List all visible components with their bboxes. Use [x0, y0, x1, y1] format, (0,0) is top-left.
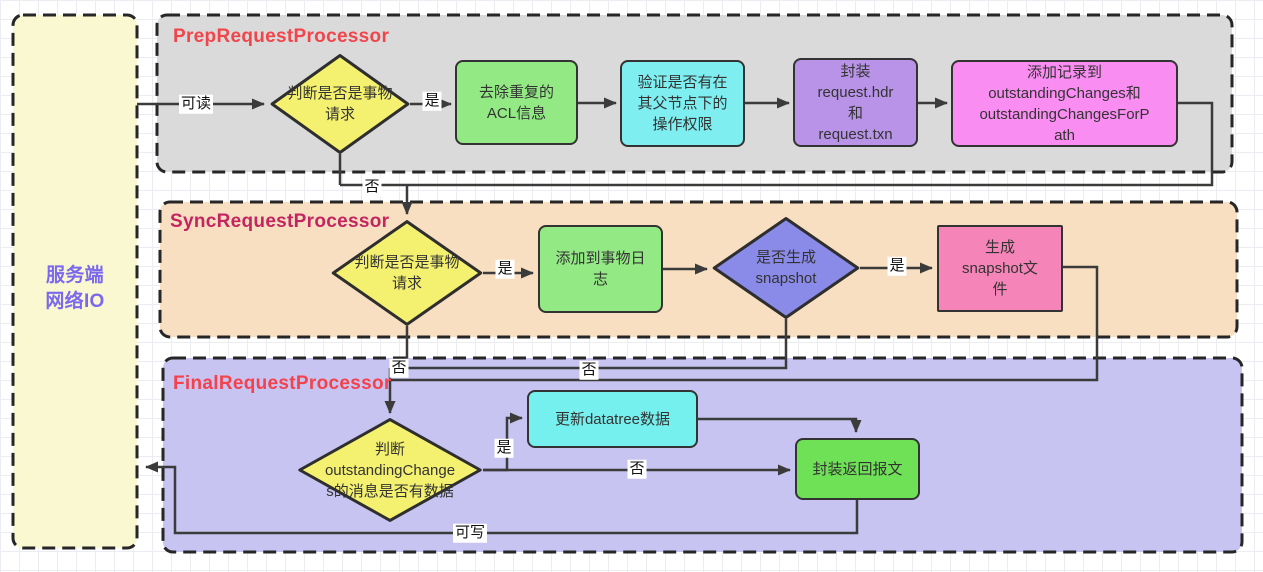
edge-writable-return — [145, 461, 859, 535]
decision-generate-snapshot-label: 是否生成 snapshot — [755, 249, 817, 287]
edge-writable-return-label: 可写 — [452, 523, 488, 543]
step-wrap-request-hdr-txn-label: 封装 request.hdr 和 request.txn — [817, 62, 894, 143]
edge-snapshot-decision-no — [390, 319, 788, 370]
decision-is-transaction-request-sync: 判断是否是事物 请求 — [331, 220, 483, 326]
edge-final-decision-no-label: 否 — [627, 459, 647, 479]
decision-generate-snapshot-shape — [712, 217, 860, 319]
decision-outstanding-changes-has-data-shape — [297, 418, 483, 522]
decision-is-transaction-request-prep-shape — [270, 54, 410, 154]
edge-datatree-to-response — [698, 417, 862, 433]
step-add-record-outstanding-changes-label: 添加记录到 outstandingChanges和 outstandingCha… — [979, 63, 1150, 144]
edge-readable-label: 可读 — [178, 94, 214, 114]
edge-final-decision-yes-label: 是 — [494, 438, 514, 458]
step-append-transaction-log: 添加到事物日 志 — [538, 225, 663, 313]
step-generate-snapshot-file: 生成 snapshot文 件 — [937, 225, 1063, 312]
edge-prep-decision-no-label: 否 — [362, 177, 382, 197]
step-wrap-request-hdr-txn: 封装 request.hdr 和 request.txn — [793, 58, 918, 147]
step-wrap-response-label: 封装返回报文 — [812, 460, 903, 478]
edge-snapshot-decision-yes-label: 是 — [887, 256, 907, 276]
decision-outstanding-changes-has-data: 判断 outstandingChange s的消息是否有数据 — [297, 418, 483, 522]
edge-snapshot-file-down — [391, 265, 1099, 382]
edge-sync-decision-no-label: 否 — [389, 358, 409, 378]
step-update-datatree: 更新datatree数据 — [527, 390, 698, 448]
decision-outstanding-changes-has-data-label: 判断 outstandingChange s的消息是否有数据 — [324, 440, 456, 500]
container-final-request-processor — [161, 356, 1244, 554]
edge-prep-return-line — [340, 101, 1214, 187]
step-verify-parent-node-permission: 验证是否有在 其父节点下的 操作权限 — [620, 60, 745, 147]
edge-prep-decision-yes-label: 是 — [422, 91, 442, 111]
step-verify-parent-node-permission-label: 验证是否有在 其父节点下的 操作权限 — [637, 74, 728, 133]
decision-is-transaction-request-sync-shape — [331, 220, 483, 326]
step-generate-snapshot-file-label: 生成 snapshot文 件 — [962, 239, 1038, 298]
edge-snapshot-decision-no-label: 否 — [579, 360, 599, 380]
container-server-network-io — [11, 13, 139, 550]
decision-is-transaction-request-prep: 判断是否是事物 请求 — [270, 54, 410, 154]
decision-is-transaction-request-prep-label: 判断是否是事物 请求 — [287, 85, 393, 123]
step-update-datatree-label: 更新datatree数据 — [554, 410, 671, 428]
step-append-transaction-log-label: 添加到事物日 志 — [555, 250, 646, 288]
step-wrap-response: 封装返回报文 — [795, 438, 920, 500]
step-add-record-outstanding-changes: 添加记录到 outstandingChanges和 outstandingCha… — [951, 60, 1178, 147]
edge-sync-decision-yes-label: 是 — [495, 259, 515, 279]
decision-is-transaction-request-sync-label: 判断是否是事物 请求 — [354, 254, 460, 292]
decision-generate-snapshot: 是否生成 snapshot — [712, 217, 860, 319]
step-remove-duplicate-acl: 去除重复的 ACL信息 — [455, 60, 578, 145]
step-remove-duplicate-acl-label: 去除重复的 ACL信息 — [478, 83, 554, 122]
